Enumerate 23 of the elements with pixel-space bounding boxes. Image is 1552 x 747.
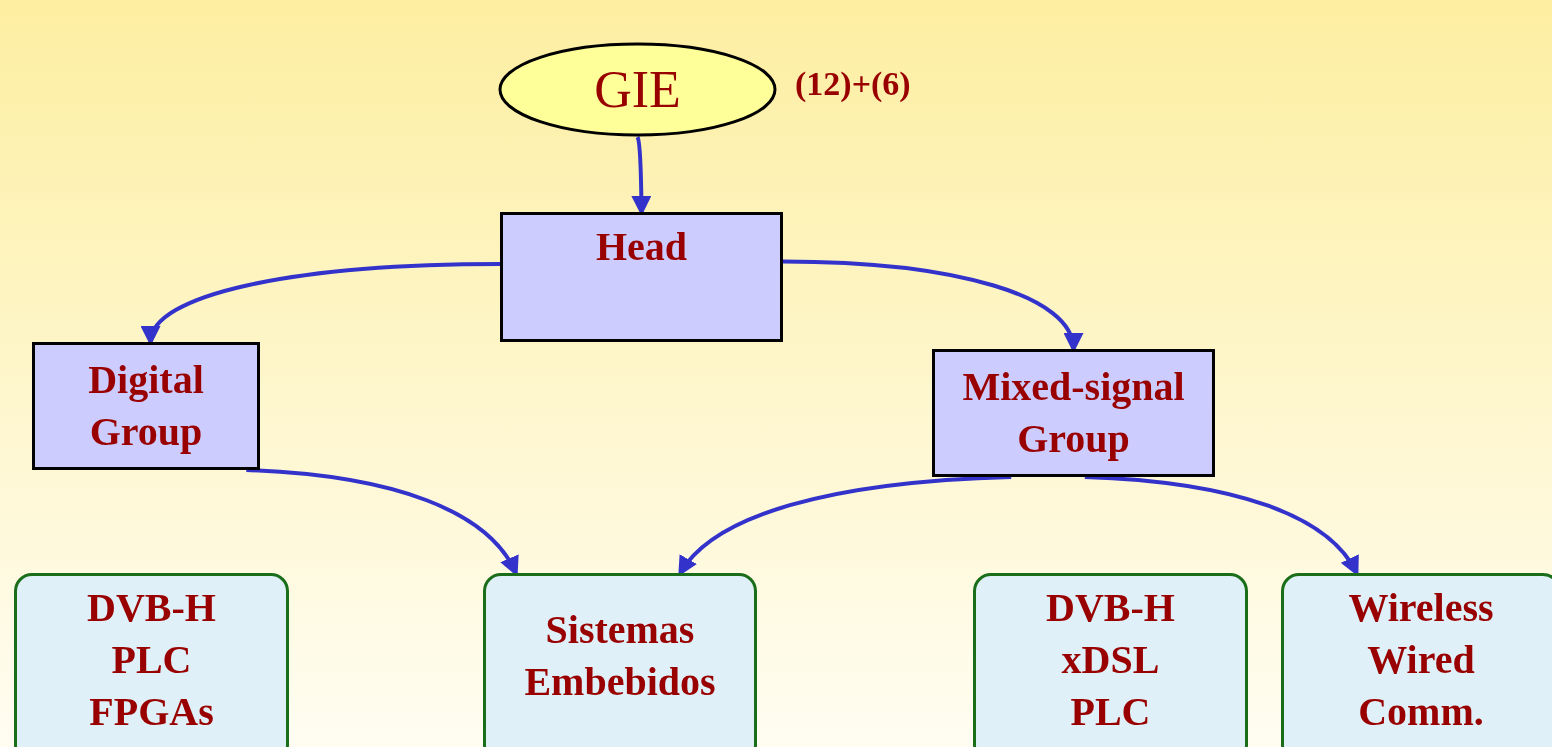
node-label: Comm. (1357, 688, 1485, 736)
node-label: FPGAs (88, 688, 215, 736)
node-label: Wireless (1347, 584, 1495, 632)
rounded-box (973, 573, 1248, 747)
node-label: Head (594, 223, 689, 271)
ellipse-node (498, 42, 777, 137)
rounded-box (14, 573, 289, 747)
node-label: DVB-H (1045, 584, 1176, 632)
node-label: DVB-H (86, 584, 217, 632)
process-box (932, 349, 1215, 477)
node-label: PLC (110, 636, 193, 684)
node-label: Digital Group (87, 356, 205, 456)
node-label: Wired (1366, 636, 1476, 684)
rounded-box (1281, 573, 1552, 747)
rounded-box (483, 573, 757, 747)
process-box (500, 212, 783, 342)
node-label: Sistemas Embebidos (523, 606, 717, 706)
node-label: GIE (594, 63, 681, 116)
node-label: PLC (1069, 688, 1152, 736)
node-label: Mixed-signal Group (961, 363, 1186, 463)
node-annotation: (12)+(6) (795, 64, 911, 104)
process-box (32, 342, 260, 470)
node-label: xDSL (1060, 636, 1161, 684)
